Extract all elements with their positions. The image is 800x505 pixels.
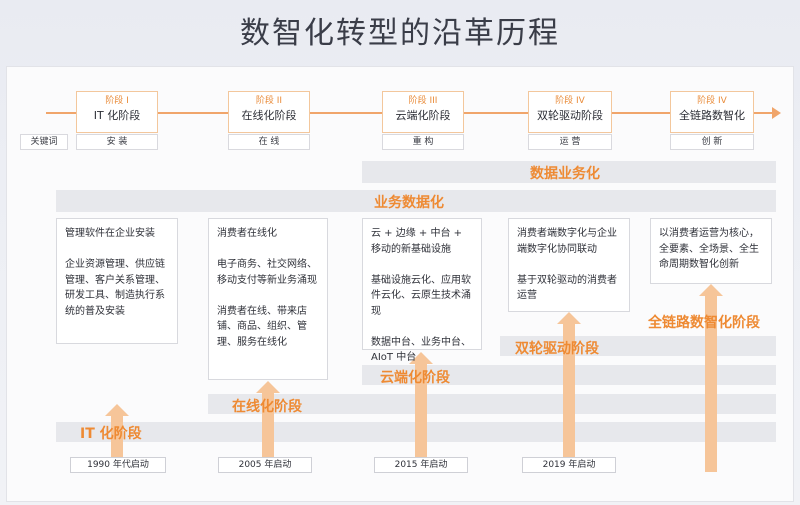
data-business-label: 数据业务化 <box>530 166 600 182</box>
stage-2-description: 消费者在线化 电子商务、社交网络、移动支付等新业务涌现 消费者在线、带来店铺、商… <box>208 218 328 380</box>
stage-2-name: 在线化阶段 <box>241 109 297 123</box>
stage-3-header: 阶段 III 云端化阶段 <box>382 91 464 133</box>
stage-1-keyword: 安 装 <box>76 134 158 150</box>
year-2005: 2005 年启动 <box>218 457 312 473</box>
timeline-arrow-head <box>772 107 781 119</box>
phase-band-2 <box>208 394 776 414</box>
stage-1-number: 阶段 I <box>105 96 129 106</box>
up-arrow-2 <box>255 381 281 457</box>
stage-4-header: 阶段 IV 双轮驱动阶段 <box>528 91 612 133</box>
stage-4-keyword: 运 营 <box>528 134 612 150</box>
year-1990s: 1990 年代启动 <box>70 457 166 473</box>
data-business-band: 数据业务化 <box>362 161 776 183</box>
up-arrow-3 <box>408 352 434 457</box>
up-arrow-4 <box>556 312 582 457</box>
stage-3-description: 云 + 边缘 + 中台 + 移动的新基础设施 基础设施云化、应用软件云化、云原生… <box>362 218 482 363</box>
up-arrow-1 <box>104 404 130 457</box>
stage-5-header: 阶段 IV 全链路数智化 <box>670 91 754 133</box>
year-2015: 2015 年启动 <box>374 457 468 473</box>
stage-4-number: 阶段 IV <box>555 96 585 106</box>
stage-2-header: 阶段 II 在线化阶段 <box>228 91 310 133</box>
phase-label-dual: 双轮驱动阶段 <box>515 341 599 357</box>
keyword-label: 关键词 <box>20 134 68 150</box>
stage-1-name: IT 化阶段 <box>93 109 141 123</box>
stage-2-keyword: 在 线 <box>228 134 310 150</box>
stage-3-keyword: 重 构 <box>382 134 464 150</box>
phase-label-it: IT 化阶段 <box>80 426 142 442</box>
business-data-band: 业务数据化 <box>56 190 776 212</box>
page-title: 数智化转型的沿革历程 <box>240 16 560 51</box>
phase-label-cloud: 云端化阶段 <box>380 370 450 386</box>
up-arrow-5 <box>698 284 724 472</box>
stage-5-number: 阶段 IV <box>697 96 727 106</box>
stage-4-description: 消费者端数字化与企业端数字化协同联动 基于双轮驱动的消费者运营 <box>508 218 630 312</box>
stage-3-name: 云端化阶段 <box>395 109 451 123</box>
stage-1-description: 管理软件在企业安装 企业资源管理、供应链管理、客户关系管理、研发工具、制造执行系… <box>56 218 178 344</box>
stage-5-name: 全链路数智化 <box>679 109 745 123</box>
stage-2-number: 阶段 II <box>255 96 283 106</box>
year-2019: 2019 年启动 <box>522 457 616 473</box>
phase-label-online: 在线化阶段 <box>232 399 302 415</box>
stage-1-header: 阶段 I IT 化阶段 <box>76 91 158 133</box>
stage-5-description: 以消费者运营为核心，全要素、全场景、全生命周期数智化创新 <box>650 218 772 284</box>
stage-3-number: 阶段 III <box>408 96 438 106</box>
phase-label-full-chain: 全链路数智化阶段 <box>648 315 760 331</box>
business-data-label: 业务数据化 <box>374 195 444 211</box>
stage-4-name: 双轮驱动阶段 <box>537 109 603 123</box>
stage-5-keyword: 创 新 <box>670 134 754 150</box>
